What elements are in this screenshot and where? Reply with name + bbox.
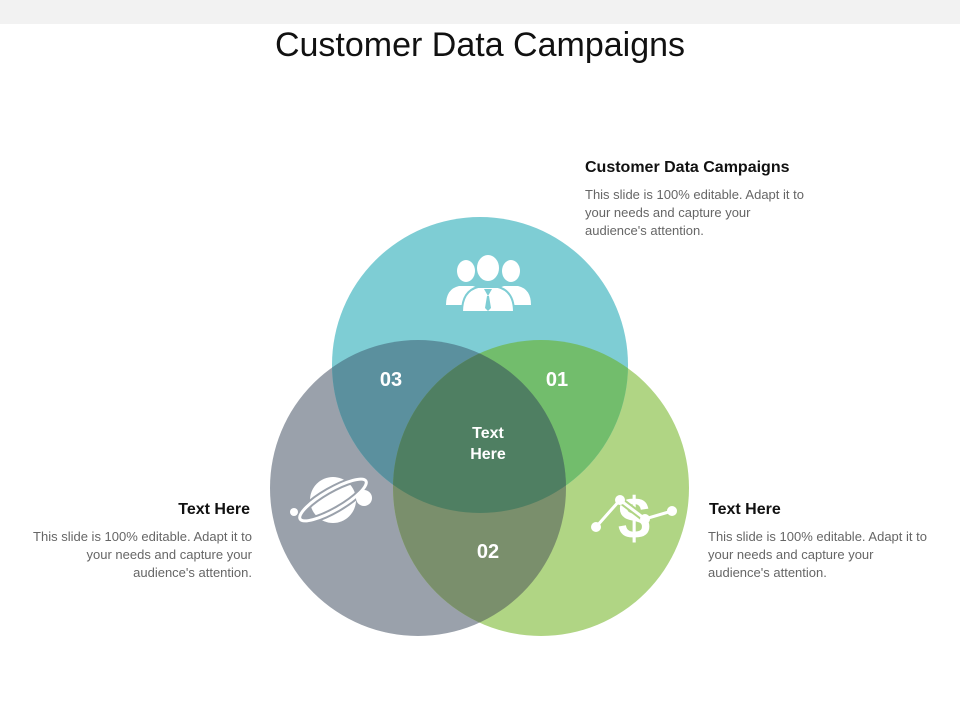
callout-02-heading: Text Here xyxy=(709,501,781,518)
callout-02-body: This slide is 100% editable. Adapt it to… xyxy=(708,529,927,580)
dollar-chart-icon: $ xyxy=(591,486,677,551)
page-title: Customer Data Campaigns xyxy=(274,26,686,64)
people-group-icon xyxy=(446,253,531,313)
callout-03-heading: Text Here xyxy=(178,501,250,518)
callout-01-heading: Customer Data Campaigns xyxy=(585,159,790,176)
region-number-03: 03 xyxy=(380,369,402,391)
callout-03-body: This slide is 100% editable. Adapt it to… xyxy=(33,529,252,580)
callout-01-body: This slide is 100% editable. Adapt it to… xyxy=(585,187,804,238)
region-number-02: 02 xyxy=(477,541,499,563)
center-label-line1: Text xyxy=(472,425,504,442)
overlap-center xyxy=(393,340,566,513)
region-number-01: 01 xyxy=(546,369,568,391)
center-label-line2: Here xyxy=(470,446,506,463)
planet-icon xyxy=(290,475,372,525)
top-band xyxy=(0,0,960,24)
